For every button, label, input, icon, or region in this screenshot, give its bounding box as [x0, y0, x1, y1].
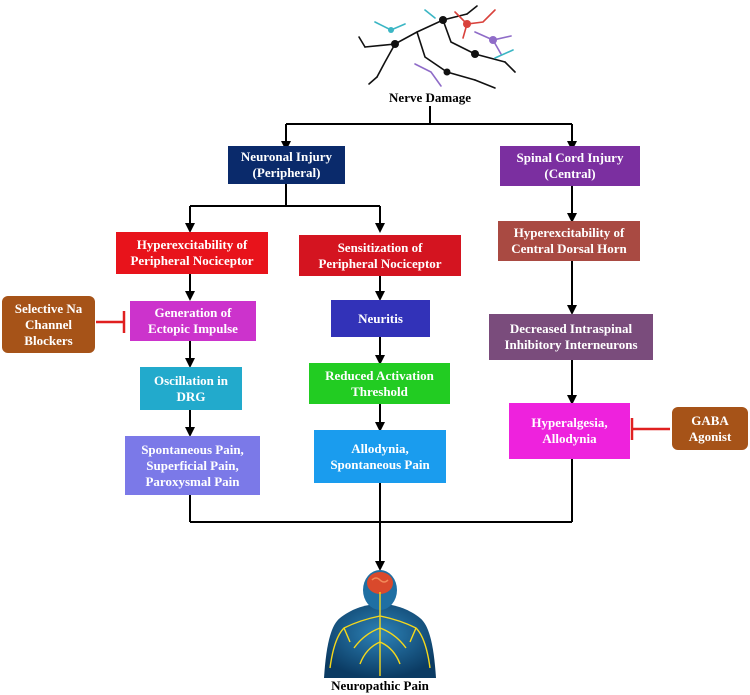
reduced-activation-box: Reduced Activation Threshold	[309, 363, 450, 404]
oscillation-drg-box: Oscillation in DRG	[140, 367, 242, 410]
spinal-cord-injury-central-box: Spinal Cord Injury (Central)	[500, 146, 640, 186]
neuropathic-pain-label: Neuropathic Pain	[331, 678, 429, 693]
interneurons-box: Decreased Intraspinal Inhibitory Interne…	[489, 314, 653, 360]
nerve-damage-label: Nerve Damage	[389, 90, 471, 105]
allodynia-spontaneous-box: Allodynia, Spontaneous Pain	[314, 430, 446, 483]
gaba-agonist-box: GABA Agonist	[672, 407, 748, 450]
hyperalgesia-allodynia-box: Hyperalgesia, Allodynia	[509, 403, 630, 459]
hyperexcitability-peripheral-box: Hyperexcitability of Peripheral Nocicept…	[116, 232, 268, 274]
sensitization-peripheral-box: Sensitization of Peripheral Nociceptor	[299, 235, 461, 276]
selective-na-channel-blockers-box: Selective Na Channel Blockers	[2, 296, 95, 353]
neurons-illustration	[358, 5, 516, 89]
neuronal-injury-peripheral-box: Neuronal Injury (Peripheral)	[228, 146, 345, 184]
ectopic-impulse-box: Generation of Ectopic Impulse	[130, 301, 256, 341]
human-nervous-system-illustration	[324, 570, 436, 678]
hyperexcitability-central-box: Hyperexcitability of Central Dorsal Horn	[498, 221, 640, 261]
neuritis-box: Neuritis	[331, 300, 430, 337]
spontaneous-pain-box: Spontaneous Pain, Superficial Pain, Paro…	[125, 436, 260, 495]
